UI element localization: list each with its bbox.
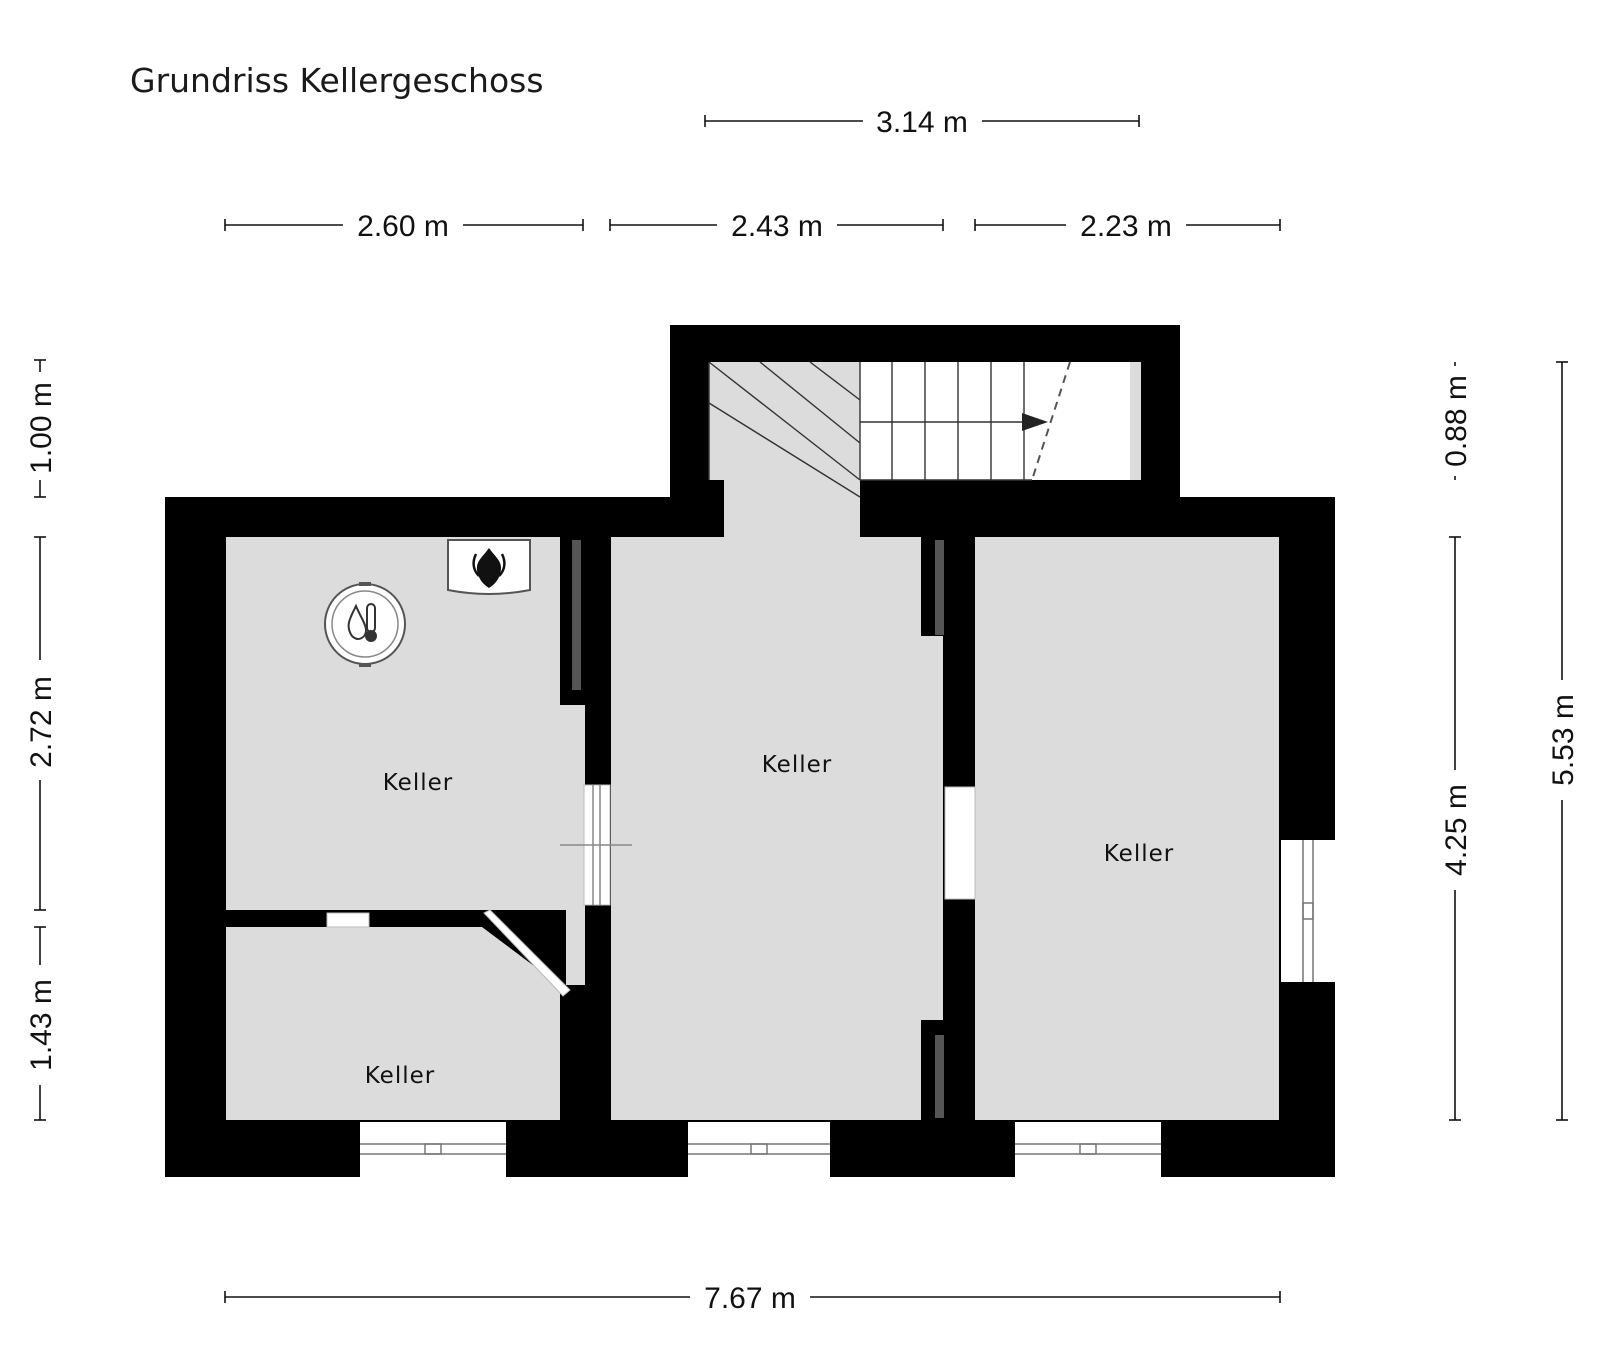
window-bottom-left [360, 1122, 506, 1177]
door-left-partition [326, 912, 370, 928]
windows [360, 840, 1335, 1177]
floor-keller-middle [611, 362, 1141, 1120]
room-label-keller-left-lower: Keller [365, 1063, 435, 1089]
heating-flame-icon [447, 539, 531, 595]
dim-left-segment-2: 2.72 m [25, 676, 58, 768]
dim-bottom-overall: 7.67 m [704, 1282, 796, 1315]
floors [226, 362, 1279, 1120]
dim-top-overall: 3.14 m [876, 106, 968, 139]
dim-top-segment-1: 2.60 m [357, 210, 449, 243]
room-label-keller-right: Keller [1104, 841, 1174, 867]
plan-title: Grundriss Kellergeschoss [130, 61, 544, 100]
dim-top-segment-2: 2.43 m [731, 210, 823, 243]
window-bottom-right [1015, 1122, 1161, 1177]
door-details [560, 785, 632, 905]
dim-right-overall: 5.53 m [1547, 694, 1580, 786]
staircase [708, 361, 1130, 498]
boiler-thermostat-icon [324, 582, 406, 667]
door-diagonal [483, 909, 571, 997]
window-bottom-middle [688, 1122, 830, 1177]
dim-top-segment-3: 2.23 m [1080, 210, 1172, 243]
dim-right-inner-2: 4.25 m [1440, 784, 1473, 876]
floor-keller-left-lower [226, 927, 566, 1120]
dim-right-inner-1: 0.88 m [1440, 375, 1473, 467]
room-label-keller-left-upper: Keller [383, 770, 453, 796]
dim-left-segment-3: 1.43 m [25, 979, 58, 1071]
stair-arrow-icon [1022, 413, 1048, 431]
dim-left-segment-1: 1.00 m [25, 382, 58, 474]
floor-keller-right [975, 537, 1279, 1120]
dimension-lines [34, 115, 1568, 1303]
door-middle-right [944, 786, 976, 900]
window-right [1281, 840, 1335, 982]
floor-keller-left-upper [226, 537, 585, 985]
room-label-keller-middle: Keller [762, 752, 832, 778]
